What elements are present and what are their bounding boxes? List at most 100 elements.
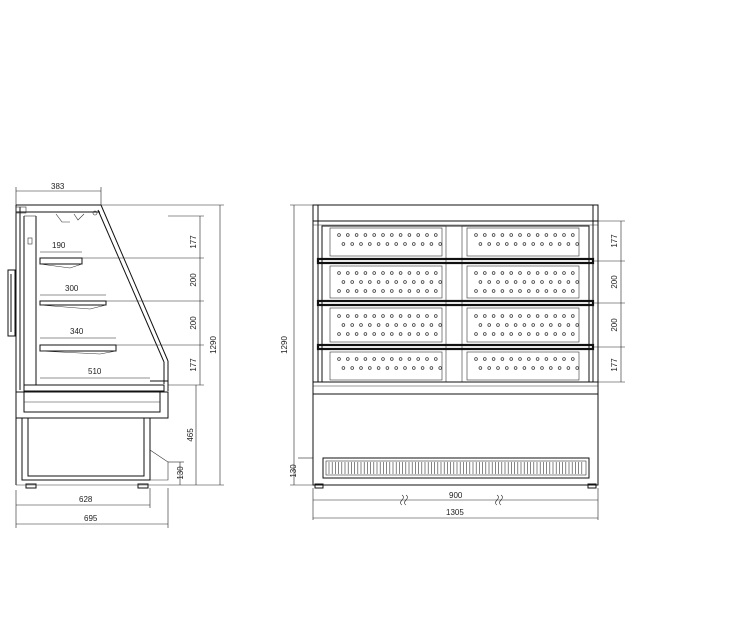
perforation-hole bbox=[478, 242, 483, 246]
perforation-hole bbox=[549, 323, 553, 327]
perforation-hole bbox=[527, 314, 531, 318]
perforation-hole bbox=[346, 271, 350, 275]
perforation-hole bbox=[500, 233, 505, 237]
perforation-hole bbox=[412, 280, 416, 284]
perforation-hole bbox=[575, 323, 579, 327]
perforation-hole bbox=[381, 233, 385, 237]
perforation-hole bbox=[527, 357, 531, 361]
perforation-hole bbox=[531, 280, 535, 284]
perforation-hole bbox=[376, 366, 381, 370]
perforation-hole bbox=[500, 271, 505, 275]
perforation-hole bbox=[398, 357, 403, 361]
perforation-hole bbox=[549, 242, 553, 246]
perforation-hole bbox=[416, 314, 420, 318]
dim-front-total-height: 1290 bbox=[280, 336, 289, 354]
perforation-hole bbox=[553, 357, 557, 361]
perforation-hole bbox=[474, 271, 478, 275]
perforation-hole bbox=[420, 280, 425, 284]
perforation-hole bbox=[487, 366, 491, 370]
perforation-hole bbox=[491, 357, 496, 361]
perforation-hole bbox=[535, 357, 540, 361]
perforation-hole bbox=[509, 233, 513, 237]
perforation-hole bbox=[483, 289, 487, 293]
perforation-hole bbox=[412, 242, 416, 246]
perforation-hole bbox=[403, 280, 407, 284]
perforation-hole bbox=[571, 271, 575, 275]
perforation-hole bbox=[390, 332, 394, 336]
perforation-hole bbox=[566, 242, 571, 246]
dim-shelf-3-depth: 340 bbox=[70, 327, 84, 336]
perforation-hole bbox=[372, 332, 376, 336]
perforation-hole bbox=[390, 233, 394, 237]
perforation-hole bbox=[438, 280, 442, 284]
perforation-hole bbox=[372, 233, 376, 237]
perforation-hole bbox=[562, 332, 566, 336]
perforation-hole bbox=[500, 289, 505, 293]
perforation-hole bbox=[394, 242, 398, 246]
perforation-hole bbox=[566, 280, 571, 284]
perforation-hole bbox=[549, 366, 553, 370]
perforation-hole bbox=[425, 271, 429, 275]
perforation-hole bbox=[354, 357, 359, 361]
dim-side-total-height: 1290 bbox=[209, 336, 218, 354]
perforation-hole bbox=[416, 332, 420, 336]
perforation-hole bbox=[390, 357, 394, 361]
perforation-hole bbox=[359, 280, 363, 284]
perforation-hole bbox=[575, 242, 579, 246]
dim-top-width: 383 bbox=[51, 182, 65, 191]
perforation-hole bbox=[350, 242, 354, 246]
perforation-hole bbox=[398, 289, 403, 293]
dim-side-lower: 177 bbox=[189, 358, 198, 372]
perforation-hole bbox=[509, 332, 513, 336]
perforation-hole bbox=[505, 280, 509, 284]
perforation-hole bbox=[478, 280, 483, 284]
perforation-hole bbox=[483, 314, 487, 318]
perforation-hole bbox=[496, 366, 500, 370]
perforation-hole bbox=[346, 289, 350, 293]
perforation-hole bbox=[527, 271, 531, 275]
perforation-hole bbox=[341, 280, 346, 284]
perforation-hole bbox=[513, 242, 518, 246]
perforation-hole bbox=[407, 332, 412, 336]
perforation-hole bbox=[527, 332, 531, 336]
perforation-hole bbox=[487, 242, 491, 246]
perforation-hole bbox=[429, 280, 434, 284]
perforation-hole bbox=[522, 242, 527, 246]
break-mark bbox=[495, 494, 503, 506]
perforation-hole bbox=[474, 289, 478, 293]
perforation-hole bbox=[571, 357, 575, 361]
perforation-hole bbox=[483, 332, 487, 336]
front-height-dimensions bbox=[593, 220, 625, 383]
perforation-hole bbox=[483, 271, 487, 275]
perforation-hole bbox=[363, 332, 368, 336]
perforation-hole bbox=[350, 366, 354, 370]
perforation-hole bbox=[346, 233, 350, 237]
perforation-hole bbox=[571, 314, 575, 318]
perforation-hole bbox=[398, 271, 403, 275]
perforation-hole bbox=[337, 289, 341, 293]
perforation-hole bbox=[491, 271, 496, 275]
perforation-hole bbox=[429, 323, 434, 327]
vent-grille-slots bbox=[328, 462, 583, 474]
perforation-hole bbox=[562, 314, 566, 318]
perforation-hole bbox=[474, 233, 478, 237]
perforation-hole bbox=[398, 332, 403, 336]
dim-shelf-2-depth: 300 bbox=[65, 284, 79, 293]
perforation-hole bbox=[478, 323, 483, 327]
perforation-hole bbox=[518, 332, 522, 336]
dim-front-plinth: 130 bbox=[289, 464, 298, 478]
dim-base-depth: 628 bbox=[79, 495, 93, 504]
perforation-hole bbox=[478, 366, 483, 370]
perforation-hole bbox=[553, 314, 557, 318]
perforation-hole bbox=[496, 323, 500, 327]
perforation-hole bbox=[434, 357, 438, 361]
perforation-hole bbox=[390, 289, 394, 293]
perforation-hole bbox=[509, 357, 513, 361]
side-height-dimensions bbox=[82, 204, 224, 486]
perforation-hole bbox=[425, 314, 429, 318]
perforation-hole bbox=[557, 366, 562, 370]
perforation-hole bbox=[363, 233, 368, 237]
perforation-hole bbox=[363, 271, 368, 275]
perforation-hole bbox=[566, 323, 571, 327]
perforation-hole bbox=[429, 242, 434, 246]
